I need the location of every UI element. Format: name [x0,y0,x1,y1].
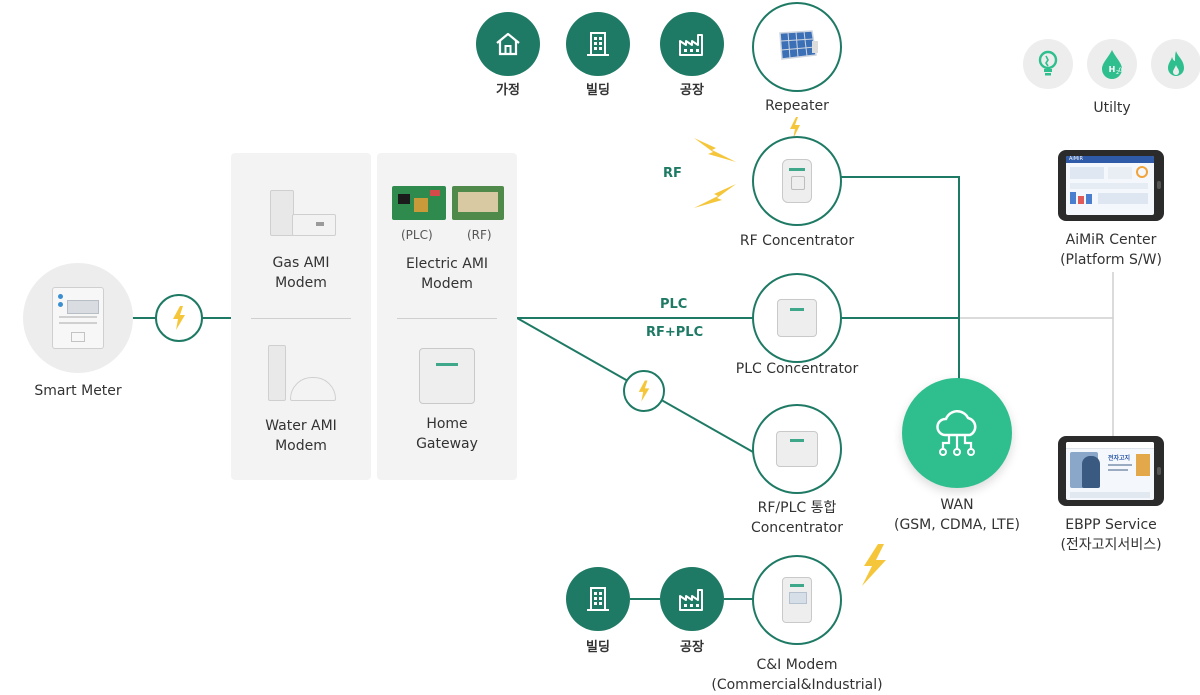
lightning-icon [862,544,886,586]
svg-text:0: 0 [1119,67,1123,74]
water-ami-label-1: Water AMI [265,418,337,434]
rf-concentrator-device [782,159,812,203]
ebpp-service-tablet: 전자고지 [1058,436,1164,506]
panel-divider [251,318,351,319]
water-utility: H 2 0 [1087,39,1137,89]
svg-text:2: 2 [1116,70,1119,76]
factory-label-bottom: 공장 [680,640,704,655]
home-node [476,12,540,76]
lightning-icon [173,306,185,330]
rf-concentrator-label: RF Concentrator [739,233,855,249]
repeater-label: Repeater [765,98,829,114]
electricity-utility [1023,39,1073,89]
lightning-icon [694,138,736,162]
building-icon [587,587,609,611]
solar-panel-icon [779,30,818,60]
utility-label: Utilty [1093,100,1131,116]
smart-meter-label: Smart Meter [34,383,122,399]
gas-ami-label-2: Modem [275,275,327,291]
plc-tag: (PLC) [401,228,433,242]
rf-plc-link-label: RF+PLC [646,325,704,340]
house-icon [496,32,520,56]
plc-link-label: PLC [660,297,688,312]
ebpp-service-screen: 전자고지 [1066,442,1154,500]
wan-label-2: (GSM, CDMA, LTE) [893,517,1021,533]
building-label-top: 빌딩 [586,83,610,98]
plc-concentrator-node [752,273,842,363]
ci-modem-node [752,555,842,645]
factory-label-top: 공장 [680,83,704,98]
svg-text:H: H [1109,65,1116,74]
ami-modem-panel [231,153,371,480]
ci-modem-label-2: (Commercial&Industrial) [711,677,883,693]
plc-modem-board [392,186,446,220]
aimir-dashboard-screen: AiMiR [1066,156,1154,215]
ebpp-service-label-1: EBPP Service [1065,517,1157,533]
rf-plc-concentrator-label-2: Concentrator [750,520,844,536]
lightning-icon [638,380,650,402]
home-gateway-device [419,348,475,404]
aimir-center-label-1: AiMiR Center [1065,232,1157,248]
factory-node-top [660,12,724,76]
smart-meter-device [52,287,104,349]
aimir-screen-tab: AiMiR [1066,156,1154,163]
rf-plc-concentrator-device [776,431,818,467]
building-label-bottom: 빌딩 [586,640,610,655]
lightning-icon [694,184,736,208]
rf-plc-concentrator-label-1: RF/PLC 통합 [757,500,837,516]
cloud-network-icon [936,410,977,456]
rf-concentrator-node [752,136,842,226]
water-ami-label-2: Modem [275,438,327,454]
home-label: 가정 [496,83,520,98]
electric-ami-label-2: Modem [421,276,473,292]
ci-modem-label-1: C&I Modem [756,657,838,673]
lightning-icon [790,117,800,139]
factory-icon [679,589,703,611]
wan-label-1: WAN [940,497,974,513]
building-node-bottom [566,567,630,631]
panel-divider [397,318,497,319]
electric-ami-label-1: Electric AMI [405,256,489,272]
ebpp-service-label-2: (전자고지서비스) [1060,537,1162,553]
gas-ami-modem-device [266,190,336,238]
water-drop-icon: H 2 0 [1102,50,1123,79]
water-ami-modem-device [266,345,338,401]
home-gateway-label-2: Gateway [416,436,478,452]
building-node-top [566,12,630,76]
wan-node [902,378,1012,488]
flame-icon [1168,51,1184,76]
ci-modem-device [782,577,812,623]
plc-concentrator-device [777,299,817,337]
plc-concentrator-label: PLC Concentrator [735,361,859,377]
rf-tag: (RF) [467,228,492,242]
ebpp-screen-headline: 전자고지 [1108,455,1131,462]
factory-node-bottom [660,567,724,631]
rf-modem-board [452,186,504,220]
lightbulb-icon [1038,50,1058,76]
wireless-link-node-diagonal [623,370,665,412]
factory-icon [679,34,703,56]
rf-link-label: RF [663,166,682,181]
home-gateway-label-1: Home [426,416,468,432]
wireless-link-node [155,294,203,342]
rf-plc-concentrator-node [752,404,842,494]
building-icon [587,32,609,56]
repeater-node [752,2,842,92]
aimir-center-tablet: AiMiR [1058,150,1164,221]
aimir-center-label-2: (Platform S/W) [1060,252,1162,268]
smart-meter-node [23,263,133,373]
gas-utility [1151,39,1200,89]
gas-ami-label-1: Gas AMI [272,255,330,271]
